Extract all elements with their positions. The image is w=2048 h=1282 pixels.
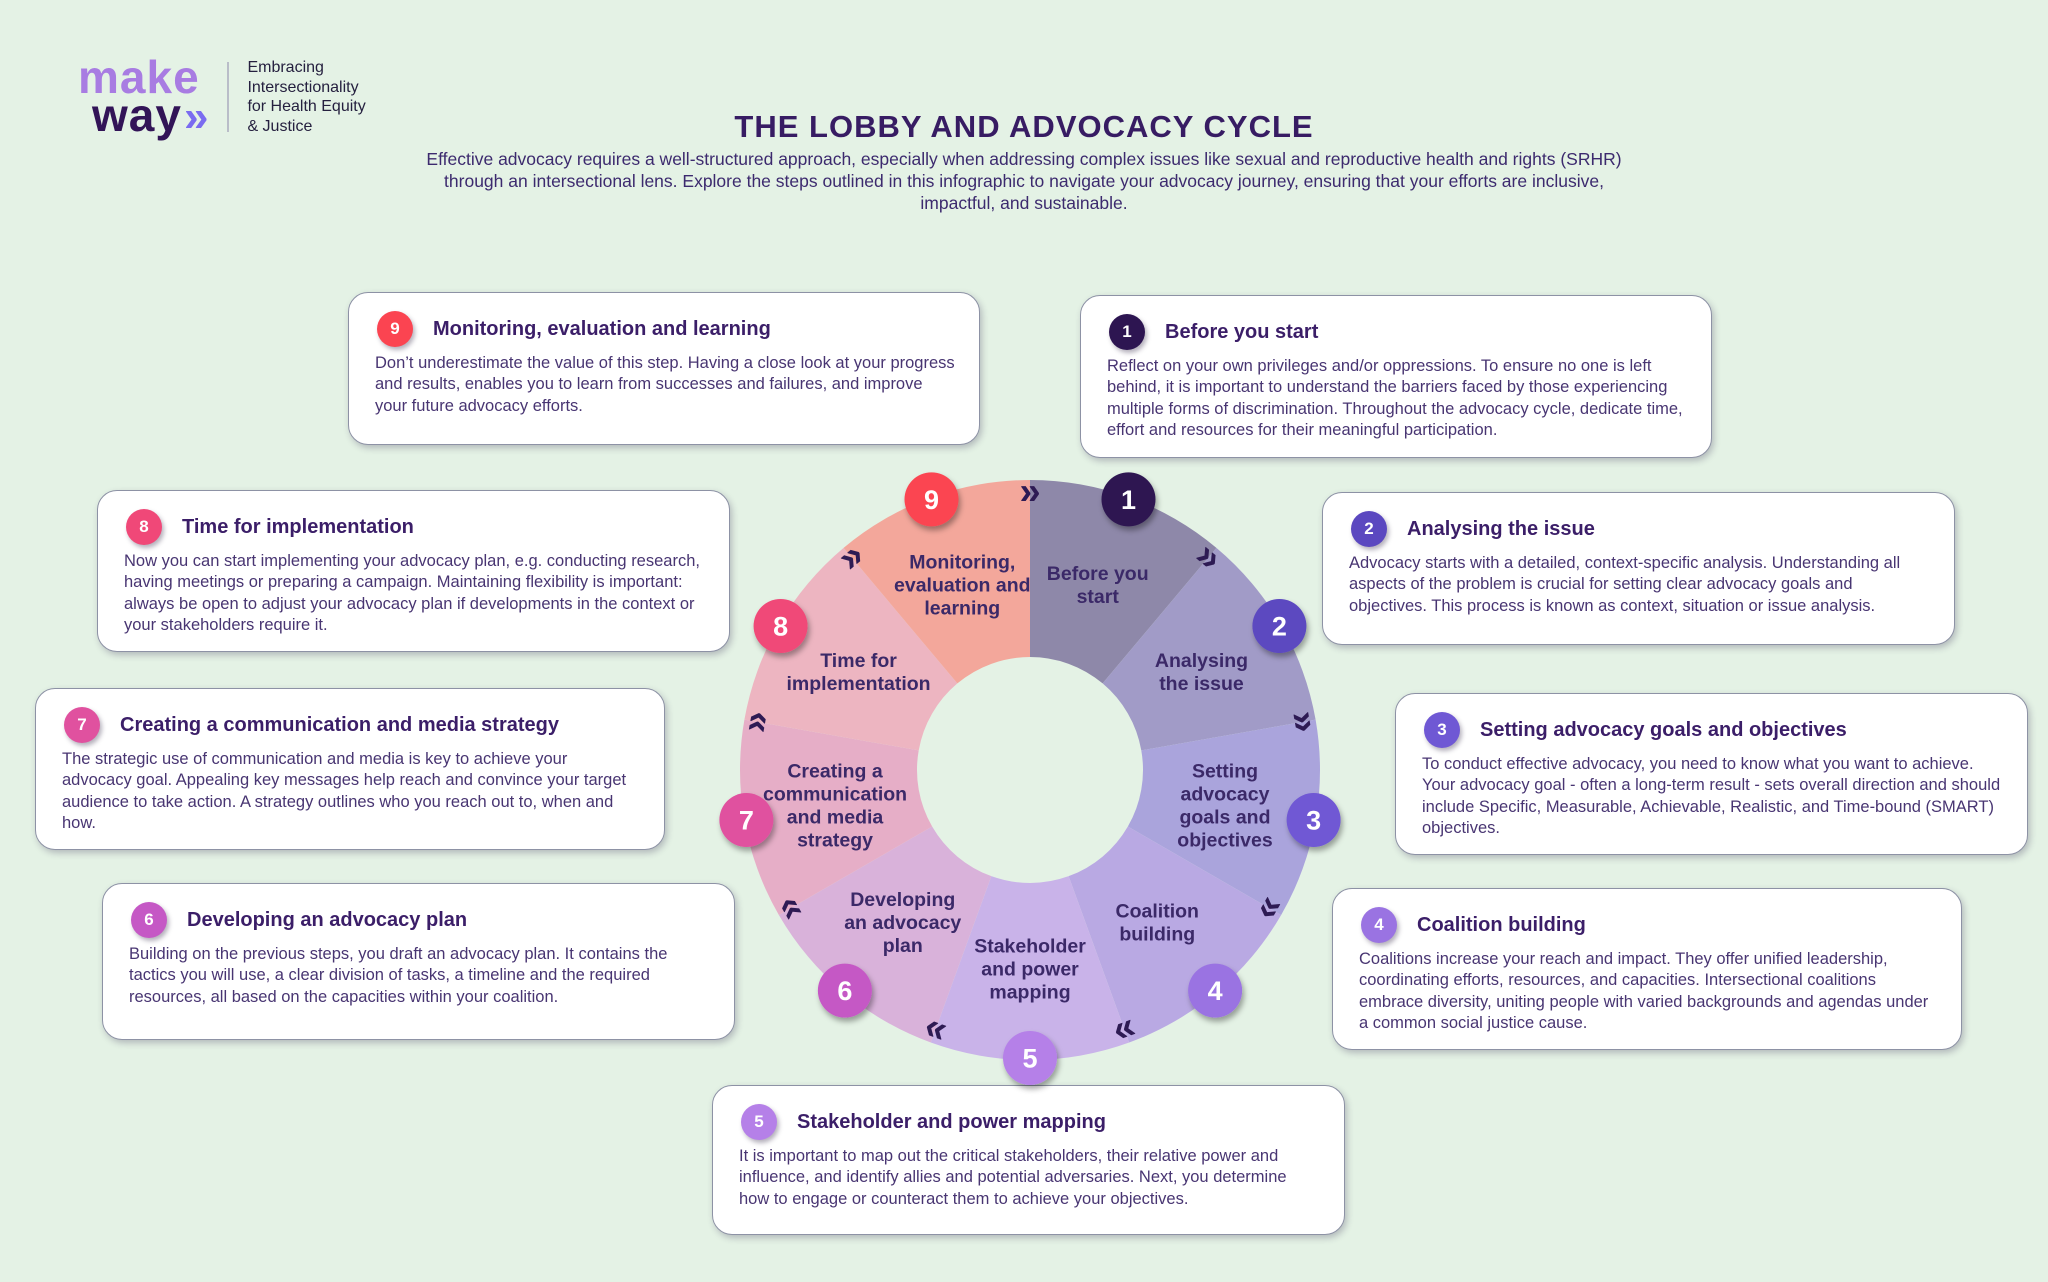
step-title: Creating a communication and media strat… (120, 713, 559, 736)
step-body: The strategic use of communication and m… (62, 750, 627, 833)
wheel-step-badge-number: 4 (1208, 976, 1223, 1006)
logo-make-text: make (78, 51, 200, 104)
wheel-step-badge-number: 6 (837, 976, 852, 1006)
step-card-4: 4 Coalition building Coalitions increase… (1332, 888, 1962, 1050)
wheel-step-badge-number: 5 (1022, 1043, 1037, 1073)
wheel-step-badge-1 (1101, 472, 1156, 527)
step-card-8: 8 Time for implementation Now you can st… (97, 490, 730, 652)
page-intro: Effective advocacy requires a well-struc… (426, 148, 1622, 214)
step-body: Building on the previous steps, you draf… (129, 945, 668, 1006)
step-body: Reflect on your own privileges and/or op… (1107, 357, 1683, 440)
logo-divider (227, 62, 230, 133)
step-number-badge: 3 (1424, 712, 1460, 748)
card-head: 6 Developing an advocacy plan (131, 902, 710, 938)
step-card-9: 9 Monitoring, evaluation and learning Do… (348, 292, 980, 445)
step-title: Monitoring, evaluation and learning (433, 317, 771, 340)
step-title: Stakeholder and power mapping (797, 1110, 1106, 1133)
step-body: Advocacy starts with a detailed, context… (1349, 554, 1901, 615)
wheel-step-badge-2 (1252, 599, 1307, 653)
step-body: Don’t underestimate the value of this st… (375, 354, 955, 415)
wheel-segment-9 (843, 480, 1030, 684)
wheel-segment-6 (778, 826, 992, 1043)
logo-way-text: way (92, 88, 182, 141)
wheel-step-badge-number: 1 (1121, 485, 1136, 515)
step-number-badge: 4 (1361, 907, 1397, 943)
wheel-segment-1 (1030, 480, 1217, 684)
step-card-5: 5 Stakeholder and power mapping It is im… (712, 1085, 1345, 1235)
step-number-badge: 7 (64, 707, 100, 743)
wheel-step-badge-5 (1003, 1031, 1057, 1085)
makeway-logo: make way» Embracing Intersectionality fo… (78, 51, 375, 141)
card-head: 7 Creating a communication and media str… (64, 707, 640, 743)
step-card-1: 1 Before you start Reflect on your own p… (1080, 295, 1712, 458)
step-number-badge: 6 (131, 902, 167, 938)
wheel-segment-3 (1127, 719, 1320, 915)
wheel-chevron-icon: » (1019, 471, 1040, 513)
step-title: Developing an advocacy plan (187, 908, 468, 931)
card-head: 1 Before you start (1109, 314, 1687, 350)
wheel-segment-5 (930, 876, 1130, 1060)
card-head: 3 Setting advocacy goals and objectives (1424, 712, 2003, 748)
wheel-segment-8 (744, 547, 958, 751)
step-card-6: 6 Developing an advocacy plan Building o… (102, 883, 735, 1040)
card-head: 8 Time for implementation (126, 509, 705, 545)
step-number-badge: 8 (126, 509, 162, 545)
wheel-step-badge-number: 9 (924, 485, 939, 515)
wheel-step-badge-3 (1286, 793, 1341, 848)
card-head: 4 Coalition building (1361, 907, 1937, 943)
wheel-step-badge-6 (817, 963, 872, 1018)
step-body: Now you can start implementing your advo… (124, 552, 700, 635)
step-card-3: 3 Setting advocacy goals and objectives … (1395, 693, 2028, 855)
wheel-step-badge-8 (753, 599, 808, 653)
step-number-badge: 2 (1351, 511, 1387, 547)
step-title: Time for implementation (182, 515, 414, 538)
wheel-step-badge-number: 3 (1306, 805, 1321, 835)
step-card-2: 2 Analysing the issue Advocacy starts wi… (1322, 492, 1955, 645)
page-title: THE LOBBY AND ADVOCACY CYCLE (734, 108, 1314, 144)
step-card-7: 7 Creating a communication and media str… (35, 688, 665, 850)
wheel-segment-4 (1068, 826, 1282, 1043)
makeway-wordmark: make way» (78, 51, 210, 141)
wheel-segment-2 (1102, 547, 1316, 751)
wheel-step-badge-number: 8 (773, 611, 788, 641)
step-title: Before you start (1165, 320, 1319, 343)
wheel-step-badge-number: 2 (1272, 611, 1287, 641)
logo-tagline: Embracing Intersectionality for Health E… (247, 59, 366, 135)
step-number-badge: 9 (377, 311, 413, 347)
wheel-step-badge-9 (904, 472, 959, 527)
step-title: Analysing the issue (1407, 517, 1595, 540)
step-body: It is important to map out the critical … (739, 1147, 1287, 1208)
step-title: Coalition building (1417, 913, 1586, 936)
card-head: 9 Monitoring, evaluation and learning (377, 311, 955, 347)
wheel-segment-7 (740, 719, 933, 915)
card-head: 5 Stakeholder and power mapping (741, 1104, 1320, 1140)
wheel-step-badge-number: 7 (739, 805, 754, 835)
card-head: 2 Analysing the issue (1351, 511, 1930, 547)
logo-chevrons-icon: » (183, 91, 210, 141)
wheel-step-badge-4 (1188, 963, 1243, 1018)
step-number-badge: 1 (1109, 314, 1145, 350)
step-title: Setting advocacy goals and objectives (1480, 718, 1847, 741)
wheel-step-badge-7 (719, 793, 774, 848)
step-body: To conduct effective advocacy, you need … (1422, 755, 2001, 838)
step-body: Coalitions increase your reach and impac… (1359, 950, 1929, 1033)
step-number-badge: 5 (741, 1104, 777, 1140)
